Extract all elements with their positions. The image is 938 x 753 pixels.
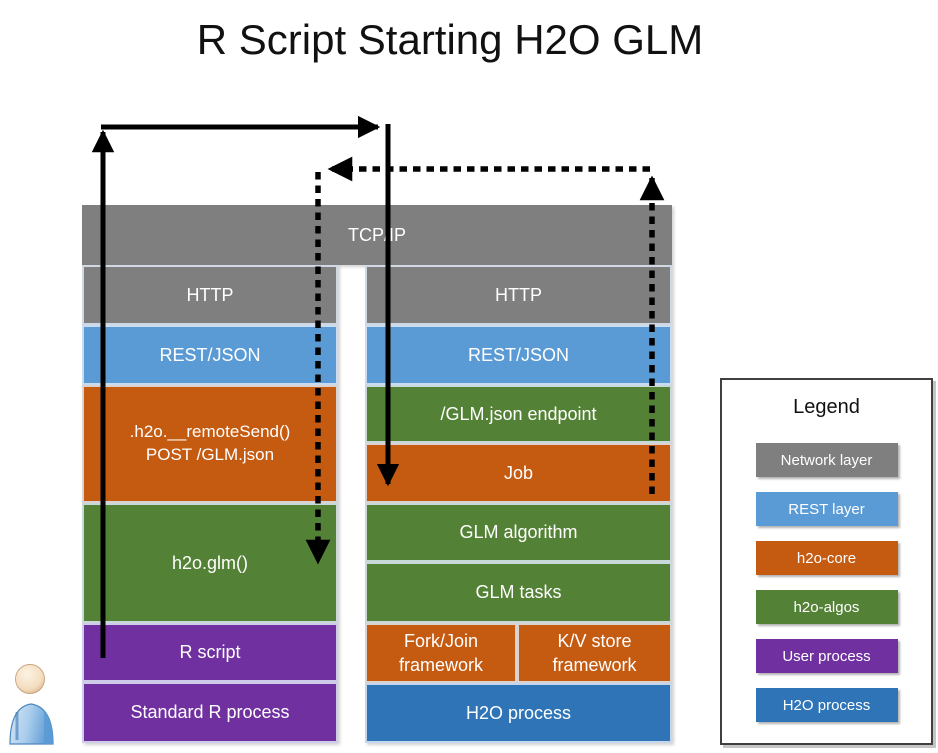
left-layer-r-script: R script	[82, 623, 338, 682]
forkjoin-framework-box: Fork/Join framework	[365, 623, 517, 683]
legend-title: Legend	[793, 396, 860, 418]
right-layer-job: Job	[365, 443, 672, 503]
legend-item-h2o-algos: h2o-algos	[755, 590, 898, 624]
kvstore-line1: K/V store	[557, 630, 632, 651]
glm-endpoint-label: /GLM.json endpoint	[440, 403, 597, 424]
right-layer-http-label: HTTP	[495, 284, 542, 305]
right-layer-glm-endpoint: /GLM.json endpoint	[365, 385, 672, 443]
right-layer-rest-json: REST/JSON	[365, 325, 672, 385]
right-layer-h2o-process: H2O process	[365, 683, 672, 743]
left-layer-rest-json-label: REST/JSON	[159, 344, 261, 365]
left-layer-http-label: HTTP	[186, 284, 234, 305]
legend-item-h2o-process: H2O process	[755, 688, 898, 722]
h2o-glm-label: h2o.glm()	[171, 552, 249, 573]
person-head	[15, 664, 45, 694]
kvstore-line2: framework	[552, 655, 637, 675]
left-layer-remote-send: .h2o.__remoteSend() POST /GLM.json	[82, 385, 338, 503]
forkjoin-line2: framework	[398, 655, 483, 675]
standard-r-process-label: Standard R process	[130, 702, 290, 723]
user-person-icon	[9, 664, 54, 745]
legend-items: Network layer REST layer h2o-core h2o-al…	[755, 443, 898, 722]
left-layer-http: HTTP	[82, 265, 338, 325]
person-arm	[44, 710, 53, 744]
legend-item-user-process: User process	[755, 639, 898, 673]
page-title: R Script Starting H2O GLM	[196, 16, 704, 63]
right-layer-frameworks: Fork/Join framework K/V store framework	[365, 623, 672, 683]
right-layer-http: HTTP	[365, 265, 672, 325]
right-layer-rest-json-label: REST/JSON	[467, 344, 569, 365]
right-layer-glm-algorithm: GLM algorithm	[365, 503, 672, 562]
glm-algorithm-label: GLM algorithm	[459, 522, 578, 543]
left-layer-standard-r-process: Standard R process	[82, 682, 338, 743]
layer-tcpip-label: TCP/IP	[347, 224, 406, 245]
remote-send-line1: .h2o.__remoteSend()	[129, 422, 291, 442]
left-layer-rest-json: REST/JSON	[82, 325, 338, 385]
left-stack-r-process: HTTP REST/JSON .h2o.__remoteSend() POST …	[82, 265, 338, 743]
job-label: Job	[503, 462, 534, 483]
h2o-process-label: H2O process	[465, 702, 572, 723]
forkjoin-line1: Fork/Join	[403, 630, 479, 651]
legend-item-network-layer: Network layer	[755, 443, 898, 477]
glm-tasks-label: GLM tasks	[475, 582, 562, 603]
layer-tcpip: TCP/IP	[82, 205, 672, 265]
right-stack-h2o-process: HTTP REST/JSON /GLM.json endpoint Job GL…	[365, 265, 672, 743]
legend-panel: Legend Network layer REST layer h2o-core…	[720, 378, 933, 745]
right-layer-glm-tasks: GLM tasks	[365, 562, 672, 623]
legend-item-h2o-core: h2o-core	[755, 541, 898, 575]
remote-send-line2: POST /GLM.json	[145, 445, 275, 464]
legend-item-rest-layer: REST layer	[755, 492, 898, 526]
kvstore-framework-box: K/V store framework	[517, 623, 672, 683]
r-script-label: R script	[179, 642, 241, 663]
left-layer-h2o-glm: h2o.glm()	[82, 503, 338, 623]
